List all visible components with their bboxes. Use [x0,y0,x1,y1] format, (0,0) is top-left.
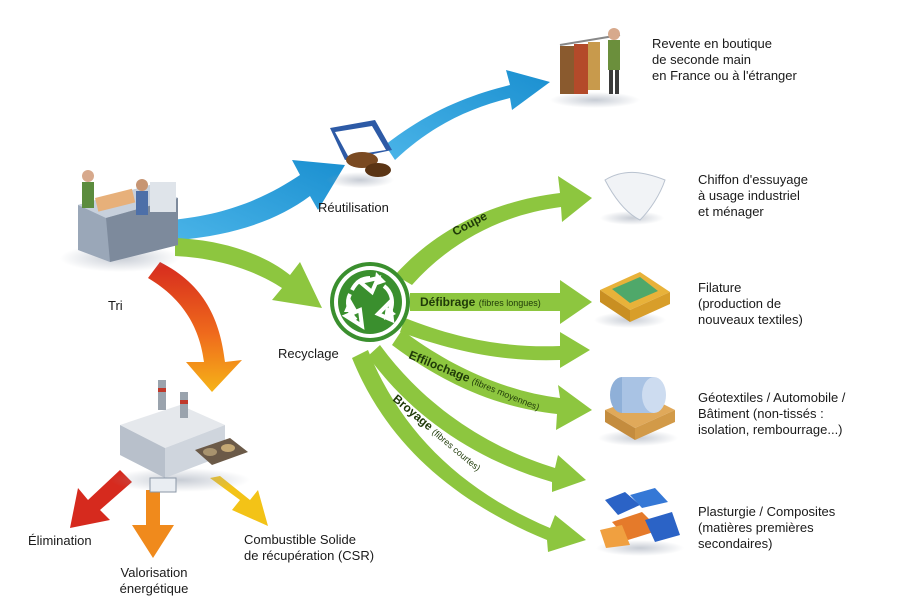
arrow-effilochage-up [400,318,590,368]
plasturgie-line-1: Plasturgie / Composites [698,504,836,519]
filature-line-1: Filature [698,280,742,295]
arrow-broyage [352,350,586,552]
arrow-broyage-up [368,345,586,492]
clothing-rack-illustration [550,28,640,108]
valorisation-line-2: énergétique [119,581,189,596]
geotextile-roll-illustration [598,377,678,446]
arrow-defibrage [410,280,592,324]
arrow-tri-to-recyclage [175,238,322,308]
arrow-coupe [395,176,592,285]
recycling-symbol-icon [330,262,410,342]
csr-line-2: de récupération (CSR) [244,548,375,563]
geotextiles-line-2: Bâtiment (non-tissés : [698,406,824,421]
node-plasturgie: Plasturgie / Composites (matières premiè… [698,504,835,552]
arrow-tri-to-valorisation [148,262,242,392]
process-label-defibrage: Défibrage (fibres longues) [420,295,541,309]
factory-illustration [110,380,250,493]
arrow-reutilisation-to-revente [385,70,550,160]
reutilisation-label: Réutilisation [318,200,389,215]
node-revente: Revente en boutique de seconde main en F… [652,36,797,84]
revente-line-1: Revente en boutique [652,36,772,51]
filature-line-2: (production de [698,296,782,311]
node-recyclage: Recyclage [278,346,339,362]
arrow-effilochage [392,330,592,430]
effilochage-text: Effilochage [407,348,473,385]
node-filature: Filature (production de nouveaux textile… [698,280,803,328]
wiping-rag-illustration [600,171,666,225]
node-chiffon: Chiffon d'essuyage à usage industriel et… [698,172,808,220]
defibrage-sub-text: (fibres longues) [479,298,541,308]
geotextiles-line-1: Géotextiles / Automobile / [698,390,846,405]
node-elimination: Élimination [28,533,92,549]
chiffon-line-1: Chiffon d'essuyage [698,172,808,187]
plasturgie-line-3: secondaires) [698,536,773,551]
arrow-valorisation [132,490,174,558]
sorting-station-illustration [60,170,180,272]
valorisation-line-1: Valorisation [120,565,188,580]
defibrage-text: Défibrage [420,295,476,309]
elimination-label: Élimination [28,533,92,548]
new-textile-illustration [594,272,670,328]
csr-line-1: Combustible Solide [244,532,357,547]
node-geotextiles: Géotextiles / Automobile / Bâtiment (non… [698,390,845,438]
composites-illustration [596,488,684,556]
svg-text:Défibrage (fibres longues): Défibrage (fibres longues) [420,295,541,309]
recyclage-label: Recyclage [278,346,339,361]
tri-label: Tri [108,298,123,313]
node-csr: Combustible Solide de récupération (CSR) [244,532,374,564]
node-reutilisation: Réutilisation [318,200,389,216]
arrow-tri-to-reutilisation [170,160,345,240]
reuse-clothes-illustration [326,120,394,188]
node-valorisation: Valorisation énergétique [112,565,196,597]
geotextiles-line-3: isolation, rembourrage...) [698,422,843,437]
node-tri: Tri [108,298,123,314]
revente-line-3: en France ou à l'étranger [652,68,797,83]
chiffon-line-3: et ménager [698,204,764,219]
chiffon-line-2: à usage industriel [698,188,800,203]
filature-line-3: nouveaux textiles) [698,312,803,327]
plasturgie-line-2: (matières premières [698,520,814,535]
revente-line-2: de seconde main [652,52,752,67]
